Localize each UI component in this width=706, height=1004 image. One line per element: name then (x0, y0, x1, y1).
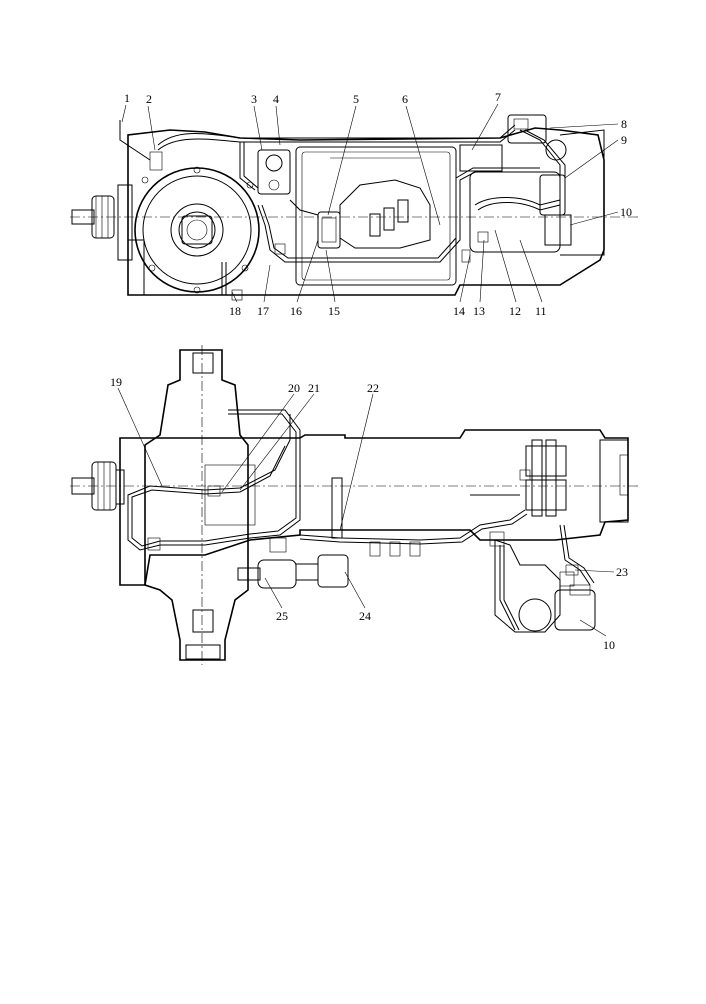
callout-label: 12 (509, 304, 521, 318)
callout-label: 24 (359, 609, 371, 623)
callout-label: 21 (308, 381, 320, 395)
callout-label: 23 (616, 565, 628, 579)
callout-label: 20 (288, 381, 300, 395)
callout-label: 6 (402, 92, 408, 106)
callout-label: 16 (290, 304, 302, 318)
callout-label: 2 (146, 92, 152, 106)
callout-label: 10 (603, 638, 615, 652)
callout-label: 3 (251, 92, 257, 106)
callout-label: 5 (353, 92, 359, 106)
callout-label: 25 (276, 609, 288, 623)
callout-label: 1 (124, 91, 130, 105)
top-view-drawing (70, 114, 640, 301)
callout-label: 11 (535, 304, 547, 318)
callout-label: 19 (110, 375, 122, 389)
callout-label: 14 (453, 304, 465, 318)
callout-label: 18 (229, 304, 241, 318)
callout-label: 4 (273, 92, 279, 106)
callout-label: 13 (473, 304, 485, 318)
callout-label: 17 (257, 304, 269, 318)
callout-label: 8 (621, 117, 627, 131)
top-view-leaders (121, 103, 619, 303)
bottom-view-callouts: 19 20 21 22 23 10 24 25 (110, 375, 628, 652)
bottom-callouts-row: 18 17 16 15 14 13 12 11 (229, 304, 547, 318)
callout-label: 22 (367, 381, 379, 395)
callout-label: 7 (495, 90, 501, 104)
bottom-view-leaders (117, 387, 615, 637)
top-callouts-row: 1 2 3 4 5 6 7 8 9 10 (124, 90, 632, 219)
callout-label: 9 (621, 133, 627, 147)
callout-label: 10 (620, 205, 632, 219)
bottom-view-drawing (70, 345, 640, 665)
callout-label: 15 (328, 304, 340, 318)
